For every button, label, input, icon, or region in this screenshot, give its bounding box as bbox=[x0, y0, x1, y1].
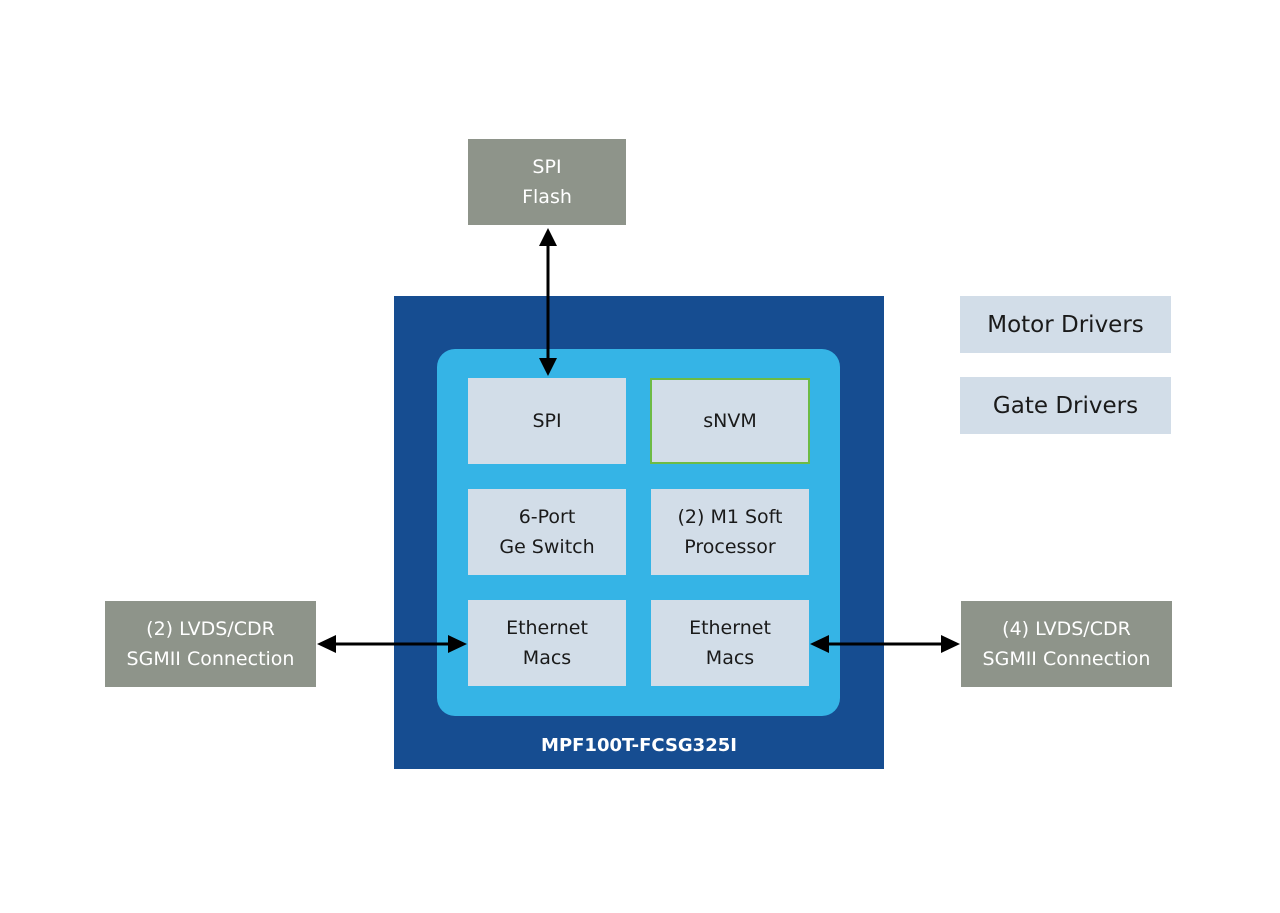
arrowhead-left-icon bbox=[317, 635, 336, 653]
motor-drivers-label: Motor Drivers bbox=[960, 296, 1171, 353]
arrowhead-up-icon bbox=[539, 228, 557, 246]
right-lvds-connection-block: (4) LVDS/CDR SGMII Connection bbox=[961, 601, 1172, 687]
ethernet-macs-right-block: Ethernet Macs bbox=[651, 600, 809, 686]
left-lvds-connection-block: (2) LVDS/CDR SGMII Connection bbox=[105, 601, 316, 687]
arrowhead-right-icon bbox=[448, 635, 467, 653]
ethernet-macs-left-block: Ethernet Macs bbox=[468, 600, 626, 686]
spi-flash-block: SPI Flash bbox=[468, 139, 626, 225]
ge-switch-block: 6-Port Ge Switch bbox=[468, 489, 626, 575]
m1-processor-block: (2) M1 Soft Processor bbox=[651, 489, 809, 575]
spi-block: SPI bbox=[468, 378, 626, 464]
part-number-label: MPF100T-FCSG325I bbox=[541, 734, 737, 756]
snvm-block: sNVM bbox=[650, 378, 810, 464]
gate-drivers-label: Gate Drivers bbox=[960, 377, 1171, 434]
arrowhead-right-icon bbox=[941, 635, 960, 653]
arrowhead-left-icon bbox=[810, 635, 829, 653]
arrowhead-down-icon bbox=[539, 358, 557, 376]
